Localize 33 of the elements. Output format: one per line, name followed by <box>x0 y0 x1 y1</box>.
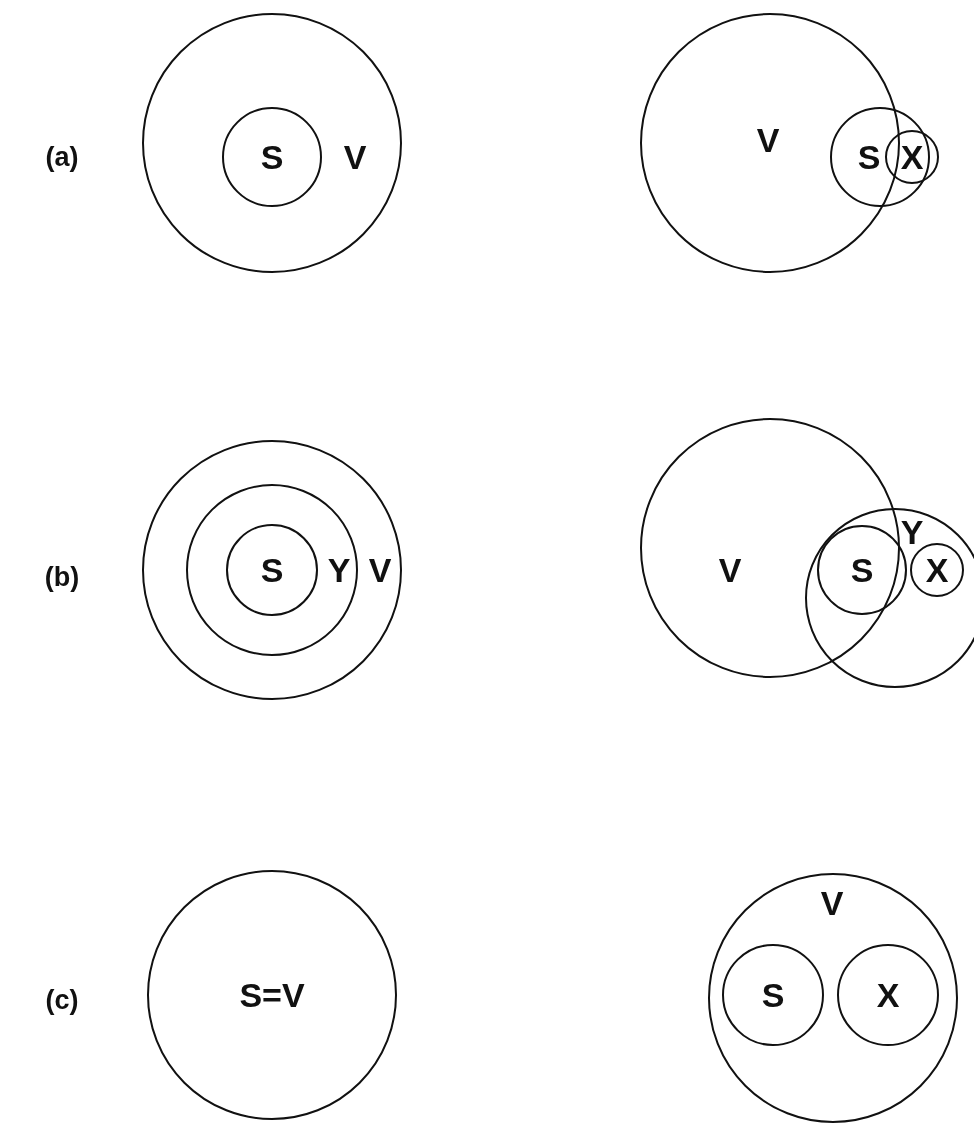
panel-label: (c) <box>45 986 79 1014</box>
set-label: X <box>925 553 949 587</box>
set-label: S <box>761 978 785 1012</box>
circle <box>640 418 900 678</box>
set-label: S <box>260 140 284 174</box>
circle <box>142 440 402 700</box>
set-label: V <box>718 553 742 587</box>
panel-label: (a) <box>45 143 79 171</box>
set-label: S <box>857 140 881 174</box>
circle <box>147 870 397 1120</box>
set-label: Y <box>327 553 351 587</box>
set-label: X <box>900 140 924 174</box>
set-label: V <box>820 886 844 920</box>
circle <box>142 13 402 273</box>
circle <box>226 524 318 616</box>
circle <box>885 130 939 184</box>
circle <box>805 508 974 688</box>
set-label: S <box>850 553 874 587</box>
set-label: S <box>260 553 284 587</box>
circle <box>640 13 900 273</box>
panel-label: (b) <box>44 563 80 591</box>
circle <box>910 543 964 597</box>
circle <box>722 944 824 1046</box>
set-label: V <box>343 140 367 174</box>
circle <box>186 484 358 656</box>
set-label: Y <box>900 515 924 549</box>
circle <box>837 944 939 1046</box>
set-label: V <box>368 553 392 587</box>
set-label: V <box>756 123 780 157</box>
set-label: X <box>876 978 900 1012</box>
circle <box>222 107 322 207</box>
circle <box>708 873 958 1123</box>
set-label: S=V <box>239 978 305 1012</box>
